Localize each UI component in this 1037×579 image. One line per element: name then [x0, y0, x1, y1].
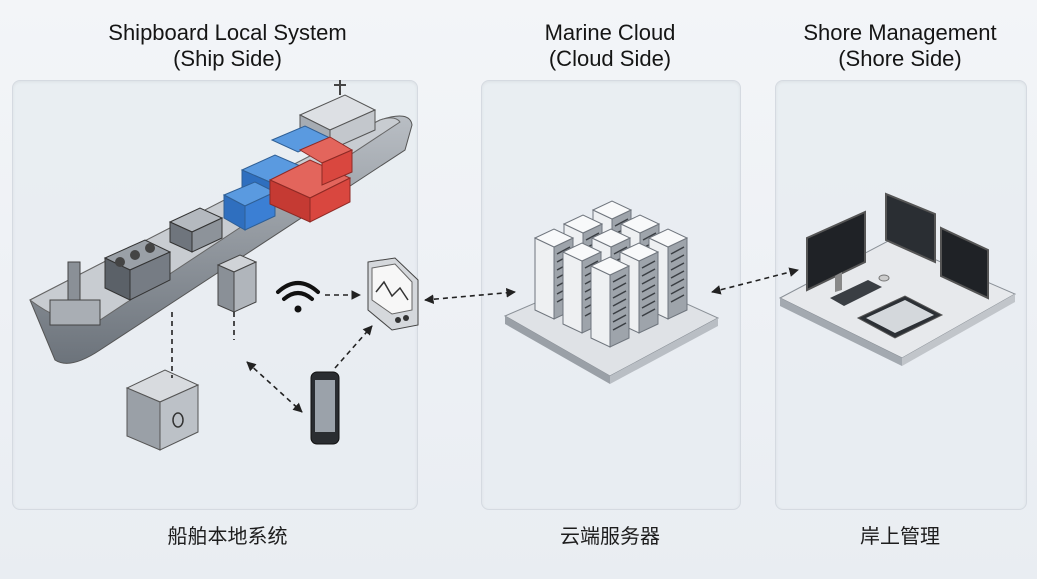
server-tower — [589, 256, 631, 348]
cloud-side-title-line2: (Cloud Side) — [548, 46, 672, 71]
generator-unit — [168, 207, 224, 253]
shore-side-title-line1: Shore Management — [803, 20, 997, 45]
shore-side-title: Shore Management (Shore Side) — [775, 20, 1025, 72]
ship-side-title: Shipboard Local System (Ship Side) — [60, 20, 395, 72]
ship-side-subtitle: 船舶本地系统 — [167, 524, 288, 548]
cloud-side-title: Marine Cloud (Cloud Side) — [480, 20, 740, 72]
wifi-icon — [276, 281, 320, 313]
cloud-side-subtitle: 云端服务器 — [560, 524, 660, 548]
ship-side-title-line1: Shipboard Local System — [108, 20, 347, 45]
server-towers — [533, 200, 689, 348]
sensor-box-icon — [125, 369, 200, 451]
cargo-containers — [222, 125, 354, 231]
mobile-phone-icon — [310, 371, 340, 445]
cloud-shore-connector — [711, 267, 799, 295]
ship-connectors — [171, 287, 516, 413]
cloud-side-title-line1: Marine Cloud — [544, 20, 676, 45]
shore-side-title-line2: (Shore Side) — [838, 46, 962, 71]
control-panel-icon — [367, 257, 419, 331]
shore-side-subtitle: 岸上管理 — [860, 524, 940, 548]
ship-side-title-line2: (Ship Side) — [173, 46, 282, 71]
engine-block — [103, 239, 172, 301]
control-cabinet — [216, 254, 258, 313]
container-ship-icon — [29, 80, 413, 364]
workstation-icon — [778, 192, 1017, 366]
